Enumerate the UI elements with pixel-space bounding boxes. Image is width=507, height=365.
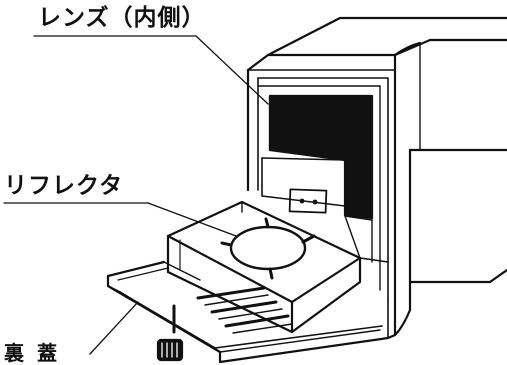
- back-cover-leader-line: [89, 301, 139, 355]
- back-cover: [106, 260, 397, 364]
- reflector-tray: [166, 200, 362, 334]
- leader-lines: [3, 35, 269, 355]
- reflector-disc: [220, 217, 316, 280]
- lens-label: レンズ（内側）: [38, 5, 206, 31]
- reflector-label: リフレクタ: [4, 173, 124, 199]
- housing: [246, 16, 507, 337]
- front-frame: [246, 68, 396, 301]
- lens-leader-line: [195, 35, 269, 105]
- lens-window: [268, 94, 374, 220]
- back-cover-label: 裏 蓋: [4, 341, 60, 365]
- inner-platform: [261, 157, 389, 263]
- reflector-leader-line: [147, 202, 237, 237]
